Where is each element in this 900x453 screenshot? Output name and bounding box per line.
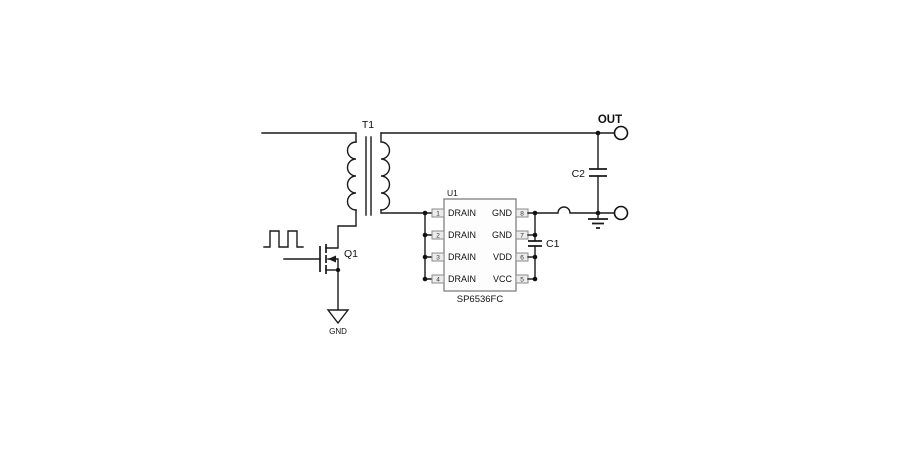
pin-name-drain: DRAIN bbox=[448, 208, 476, 218]
secondary-bottom-wire bbox=[380, 209, 426, 214]
mosfet-ground-symbol: GND bbox=[326, 309, 350, 336]
ground-label: GND bbox=[329, 327, 347, 336]
pin-number: 2 bbox=[436, 233, 440, 240]
pin-box bbox=[431, 208, 445, 218]
pin-number: 8 bbox=[520, 211, 524, 218]
pin-name-gnd: GND bbox=[492, 208, 513, 218]
pin-number: 3 bbox=[436, 255, 440, 262]
ic-u1: U1 SP6536FC 1 2 3 4 8 7 6 5 DRAIN DRAIN … bbox=[431, 188, 529, 305]
pin-number: 1 bbox=[436, 211, 440, 218]
junction-dot bbox=[532, 232, 538, 238]
capacitor-c1: C1 bbox=[528, 238, 560, 250]
junction-dot bbox=[422, 276, 428, 282]
ground-triangle bbox=[326, 309, 350, 325]
output-terminal-positive bbox=[613, 125, 629, 141]
pin-box bbox=[431, 274, 445, 284]
mosfet-q1: Q1 bbox=[283, 244, 358, 311]
pin-number: 7 bbox=[520, 233, 524, 240]
transformer-label: T1 bbox=[362, 119, 374, 131]
ic-body bbox=[443, 198, 517, 292]
pin-box bbox=[431, 230, 445, 240]
drain-bus bbox=[422, 210, 433, 282]
junction-dot bbox=[422, 254, 428, 260]
junction-dot bbox=[422, 232, 428, 238]
pin-name-drain: DRAIN bbox=[448, 252, 476, 262]
body-source-wire bbox=[327, 258, 339, 311]
earth-ground-symbol bbox=[588, 212, 608, 229]
primary-winding bbox=[346, 141, 357, 211]
pin-number: 5 bbox=[520, 277, 524, 284]
transformer-core bbox=[365, 136, 372, 216]
transformer-t1: T1 bbox=[346, 119, 391, 216]
ic-ref-label: U1 bbox=[447, 188, 458, 198]
primary-top-wire bbox=[261, 132, 357, 143]
out-label: OUT bbox=[598, 114, 622, 126]
primary-bottom-wire bbox=[325, 209, 357, 249]
junction-dot bbox=[335, 267, 341, 273]
c2-plates bbox=[589, 168, 607, 177]
drain-pin-stubs bbox=[424, 212, 433, 280]
pin-name-drain: DRAIN bbox=[448, 230, 476, 240]
output-terminals: OUT bbox=[598, 114, 629, 221]
earth-bars bbox=[588, 218, 608, 229]
pin-name-gnd: GND bbox=[492, 230, 513, 240]
mosfet-body-arrow bbox=[328, 255, 336, 263]
ic-right-wiring: C1 bbox=[527, 206, 615, 282]
pin-number: 6 bbox=[520, 255, 524, 262]
c2-label: C2 bbox=[572, 168, 586, 180]
mosfet-label: Q1 bbox=[344, 248, 358, 260]
pin-box bbox=[431, 252, 445, 262]
capacitor-c2: C2 bbox=[572, 130, 607, 216]
c1-label: C1 bbox=[546, 238, 560, 250]
junction-dot bbox=[532, 276, 538, 282]
pin-number: 4 bbox=[436, 277, 440, 284]
pulse-waveform bbox=[263, 230, 304, 248]
ic-part-number: SP6536FC bbox=[457, 294, 504, 305]
junction-dot bbox=[422, 210, 428, 216]
output-terminal-negative bbox=[613, 205, 629, 221]
junction-dot bbox=[532, 210, 538, 216]
pin-name-drain: DRAIN bbox=[448, 274, 476, 284]
output-return-wire bbox=[527, 206, 615, 214]
junction-dot bbox=[532, 254, 538, 260]
pin-name-vdd: VDD bbox=[493, 252, 513, 262]
junction-dot bbox=[595, 130, 601, 136]
secondary-winding bbox=[380, 132, 391, 211]
pin-name-vcc: VCC bbox=[493, 274, 513, 284]
c1-plates bbox=[528, 240, 542, 247]
